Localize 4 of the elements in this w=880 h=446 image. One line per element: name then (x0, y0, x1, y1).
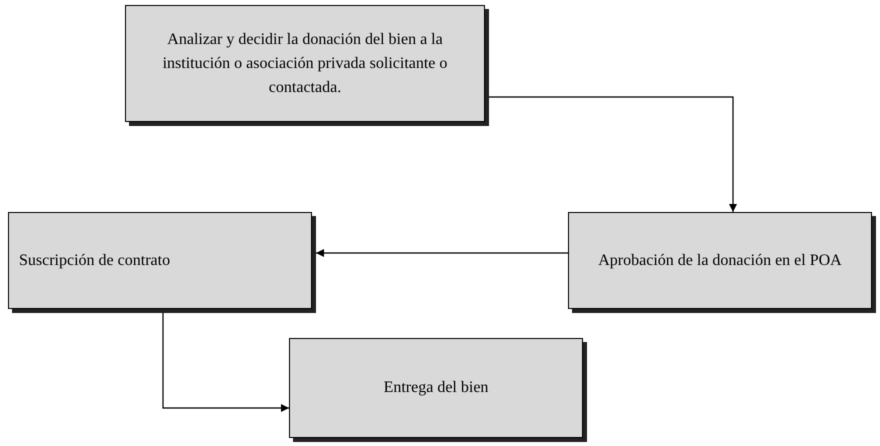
box-label: Entrega del bien (382, 378, 490, 398)
box-label: Suscripción de contrato (19, 250, 172, 270)
box-label: Analizar y decidir la donación del bien a la institución o asociación privada solicitante o contactada. (162, 30, 448, 98)
box-label: Aprobación de la donación en el POA (597, 250, 843, 270)
